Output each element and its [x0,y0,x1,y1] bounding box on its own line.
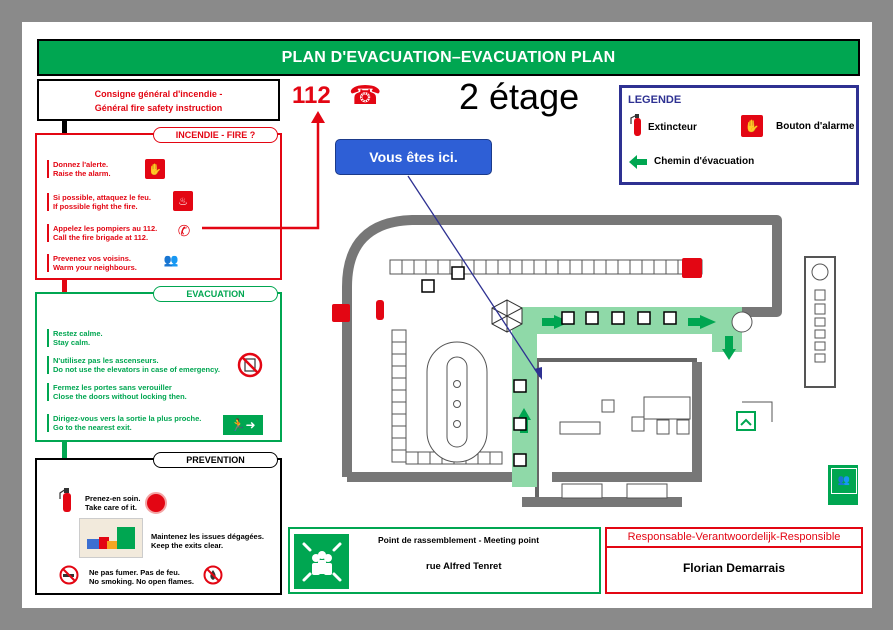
evac-step-1: Restez calme.Stay calm. [47,329,103,347]
legend-extinguisher-label: Extincteur [648,122,697,133]
floor-label: 2 étage [459,76,580,117]
evac-step-4: Dirigez-vous vers la sortie la plus proc… [47,414,201,432]
evacuation-plan-sheet: PLAN D'EVACUATION–EVACUATION PLAN Consig… [22,22,872,608]
alarm-button-icon: ✋ [741,115,763,137]
connector [62,442,67,458]
consigne-line-1: Consigne général d'incendie - [94,89,223,99]
consigne-line-2: Général fire safety instruction [94,103,223,113]
fire-step-2: Si possible, attaquez le feu.If possible… [47,193,151,211]
connector [62,280,67,292]
telephone-icon: ☎ [349,80,382,110]
evacuation-section-label: EVACUATION [153,286,278,302]
meeting-point-box: Point de rassemblement - Meeting point r… [288,527,601,594]
prevention-step-1: Prenez-en soin.Take care of it. [79,494,140,512]
call-connector-arrow [202,111,325,230]
meeting-point-address: rue Alfred Tenret [426,561,502,572]
alarm-button-icon: ✋ [145,159,165,179]
extinguisher-sign-icon: ♨ [173,191,193,211]
responsible-box: Responsable-Verantwoordelijk-Responsible… [605,527,863,594]
meeting-point-icon [294,534,349,589]
evacuation-arrow-icon [629,155,647,169]
prevention-step-2: Maintenez les issues dégagées.Keep the e… [145,532,264,550]
legend-alarm-label: Bouton d'alarme [776,121,855,132]
assembly-point-icon: 👥 [828,465,858,505]
legend-title: LEGENDE [628,94,682,106]
blocked-exit-image [79,518,143,558]
fire-extinguisher-icon [59,488,71,512]
floor-plan [332,215,836,507]
meeting-point-title: Point de rassemblement - Meeting point [378,535,540,545]
evacuation-section: EVACUATION Restez calme.Stay calm. N'uti… [35,286,282,442]
fire-step-1: Donnez l'alerte.Raise the alarm. [47,160,111,178]
you-are-here-pointer [407,175,542,380]
plan-title: PLAN D'EVACUATION–EVACUATION PLAN [37,39,860,76]
people-icon: 👥 [163,253,179,267]
legend-box: LEGENDE Extincteur ✋ Bouton d'alarme Che… [619,85,859,185]
fire-section: INCENDIE - FIRE ? Donnez l'alerte.Raise … [35,127,282,280]
alarm-bell-icon [145,492,167,514]
you-are-here-label: Vous êtes ici. [335,139,492,175]
evac-step-2: N'utilisez pas les ascenseurs.Do not use… [47,356,220,374]
responsible-title: Responsable-Verantwoordelijk-Responsible [607,529,861,548]
connector [62,121,67,133]
fire-step-4: Prevenez vos voisins.Warm your neighbour… [47,254,137,272]
exit-sign-icon: 🏃➜ [223,415,263,435]
prevention-section: PREVENTION Prenez-en soin.Take care of i… [35,452,282,595]
phone-icon: ✆ [177,223,191,240]
fire-instruction-header: Consigne général d'incendie - Général fi… [37,79,280,121]
no-elevator-icon [237,352,263,378]
no-smoking-icon [59,565,79,585]
fire-section-label: INCENDIE - FIRE ? [153,127,278,143]
fire-extinguisher-icon [630,114,641,136]
no-open-flame-icon [203,565,223,585]
prevention-step-3: Ne pas fumer. Pas de feu.No smoking. No … [83,568,194,586]
legend-evac-label: Chemin d'évacuation [654,156,755,167]
responsible-name: Florian Demarrais [682,561,786,575]
prevention-section-label: PREVENTION [153,452,278,468]
emergency-number: 112 [292,82,331,109]
fire-step-3: Appelez les pompiers au 112.Call the fir… [47,224,157,242]
